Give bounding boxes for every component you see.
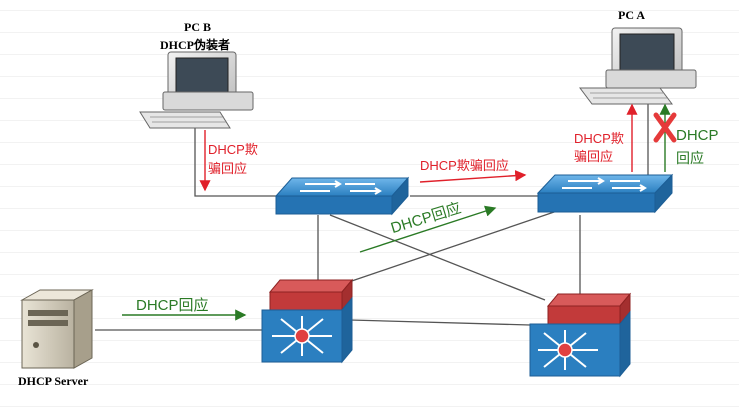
pc-b-spoof-label-2: 骗回应 — [208, 161, 248, 176]
spoof-mid-label: DHCP欺骗回应 — [420, 158, 509, 173]
reply-server-label: DHCP回应 — [136, 297, 209, 314]
blocked-x-icon — [653, 112, 677, 143]
pc-b-computer — [139, 51, 254, 129]
pc-b-spoof-label-1: DHCP欺 — [208, 142, 258, 157]
l3-switch-2 — [529, 292, 632, 378]
pc-a-title: PC A — [618, 8, 645, 22]
switch-1 — [274, 176, 410, 216]
switch-2 — [536, 173, 674, 214]
l3-switch-1 — [261, 278, 354, 364]
pc-a-spoof-label-1: DHCP欺 — [574, 131, 624, 146]
spoof-arrow-mid — [419, 170, 527, 183]
pc-b-title: PC B — [184, 20, 211, 34]
link-router1-switch2 — [339, 209, 561, 286]
link-router1-router2 — [349, 319, 531, 326]
dhcp-server-label: DHCP Server — [18, 374, 89, 388]
link-pcb-switch1 — [194, 120, 290, 197]
pc-b-subtitle: DHCP伪装者 — [160, 38, 230, 52]
pc-a-reply-label-2: 回应 — [676, 150, 704, 166]
pc-a-reply-label-1: DHCP — [676, 127, 719, 144]
pc-a-computer — [579, 27, 697, 105]
dhcp-server-machine — [20, 289, 94, 369]
link-switch1-router2 — [329, 214, 546, 301]
pc-a-spoof-label-2: 骗回应 — [574, 149, 614, 164]
network-links — [95, 95, 649, 331]
reply-arrow-diag — [359, 205, 497, 253]
